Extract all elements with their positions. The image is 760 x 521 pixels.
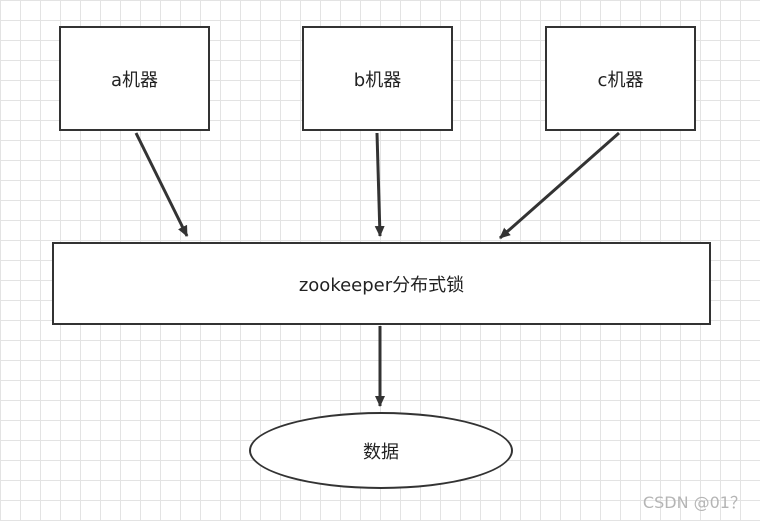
edge-a-to-lock	[134, 132, 189, 237]
machine-a-node: a机器	[59, 26, 210, 131]
zookeeper-lock-node: zookeeper分布式锁	[52, 242, 711, 325]
edge-b-to-lock	[374, 132, 385, 237]
data-store-node: 数据	[249, 412, 513, 489]
zookeeper-lock-label: zookeeper分布式锁	[298, 274, 465, 296]
machine-b-node: b机器	[302, 26, 453, 131]
edge-c-to-lock	[499, 131, 620, 240]
csdn-watermark: CSDN @01？	[642, 493, 746, 512]
machine-a-label: a机器	[110, 69, 159, 91]
data-store-label: 数据	[363, 441, 399, 463]
machine-c-node: c机器	[545, 26, 696, 131]
machine-c-label: c机器	[597, 69, 644, 91]
machine-b-label: b机器	[353, 69, 402, 91]
